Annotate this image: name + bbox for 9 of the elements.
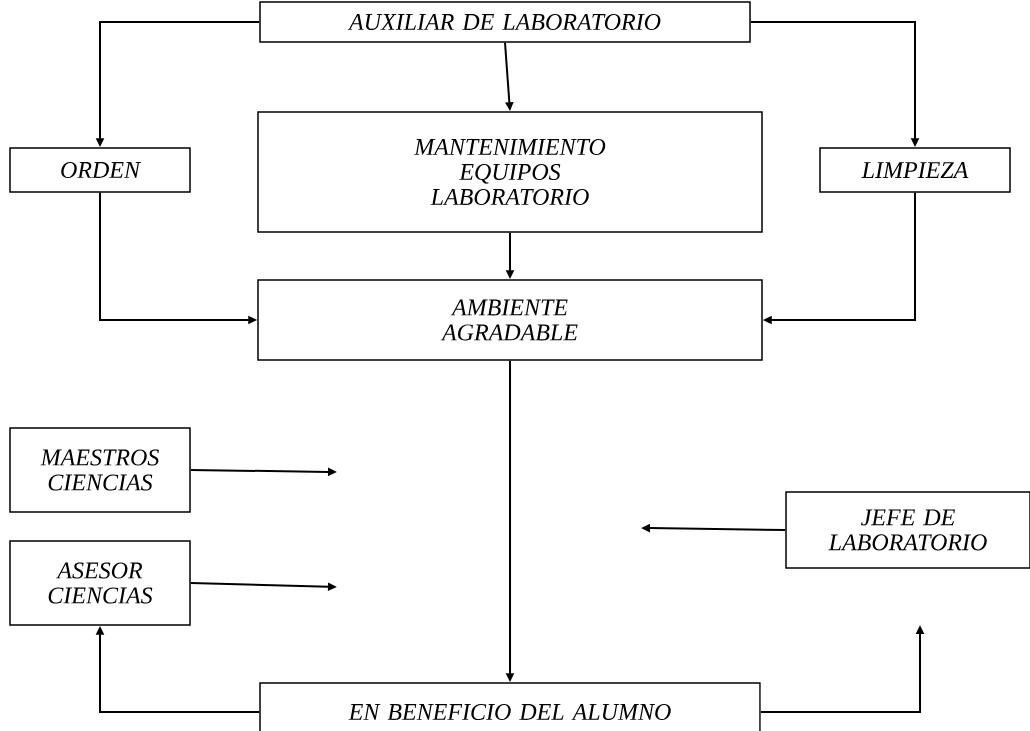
process-box: MAESTROS CIENCIAS <box>9 427 191 513</box>
process-box: EN BENEFICIO DEL ALUMNO <box>259 682 761 731</box>
process-box: AMBIENTE AGRADABLE <box>257 279 763 361</box>
process-box: LIMPIEZA <box>819 147 1011 193</box>
process-box: ORDEN <box>9 147 191 193</box>
process-box: MANTENIMIENTO EQUIPOS LABORATORIO <box>257 111 763 233</box>
process-box: AUXILIAR DE LABORATORIO <box>259 1 751 43</box>
process-box: ASESOR CIENCIAS <box>9 540 191 626</box>
process-box: JEFE DE LABORATORIO <box>785 491 1030 569</box>
